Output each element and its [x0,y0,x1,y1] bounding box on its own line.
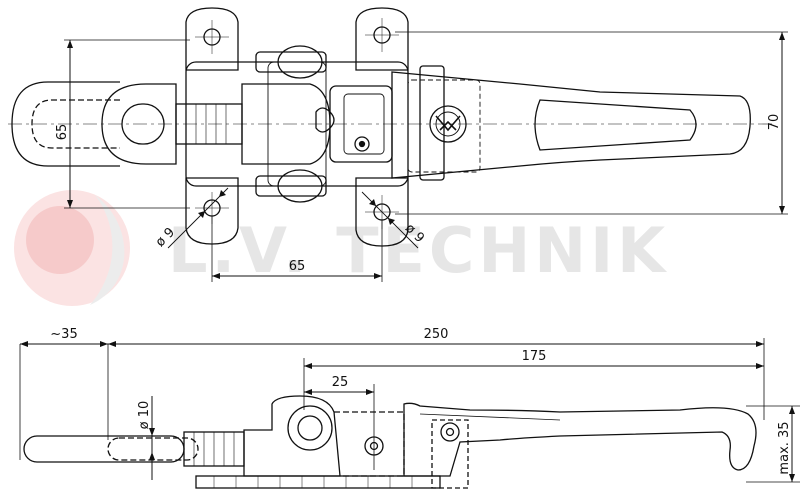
label-pivot: 25 [332,375,349,390]
watermark-logo-swoosh [90,195,125,305]
watermark-brand-text: L.V. TECHNIK [168,214,669,287]
label-height-left: 65 [55,124,70,141]
safety-catch [429,105,467,143]
dim-hole-left [167,187,229,249]
top-view [8,7,788,247]
mounting-plate-left [185,7,239,71]
watermark-logo-red-core [26,206,94,274]
side-yoke-pivot [287,405,333,451]
label-height: max. 35 [777,421,792,474]
shackle-loop-inner [31,99,120,149]
side-link-pivot [364,436,384,456]
lever-body [391,71,751,179]
dim-overall [19,338,765,460]
watermark: L.V. TECHNIK [14,190,669,306]
label-overhang: ~35 [50,327,77,342]
label-total: 250 [424,327,449,342]
side-shackle-rod [23,435,185,463]
dim-height-right [395,31,788,215]
mounting-plate-right [355,7,409,71]
label-handle: 175 [522,349,547,364]
side-lever-pivot [440,422,460,442]
dim-hole-right [361,191,419,249]
label-hole-spacing: 65 [289,259,306,274]
spring-link [315,107,335,133]
lever-pivot-bracket [419,65,445,181]
side-base-plate [195,475,441,489]
side-catch-plate [431,419,469,489]
eye-slot [121,103,165,145]
label-shackle: ø 10 [137,401,152,430]
side-link [334,411,405,477]
side-yoke [243,395,341,477]
dim-hole-spacing [211,216,383,282]
lever-grip [534,99,697,151]
dim-pivot [304,384,375,470]
shackle-loop-outer [11,81,120,167]
dim-height [746,405,800,483]
dim-handle [303,358,764,410]
side-lever [403,402,757,477]
label-height-right: 70 [767,114,782,131]
pivot-bolt [354,136,370,152]
side-view [19,338,800,489]
